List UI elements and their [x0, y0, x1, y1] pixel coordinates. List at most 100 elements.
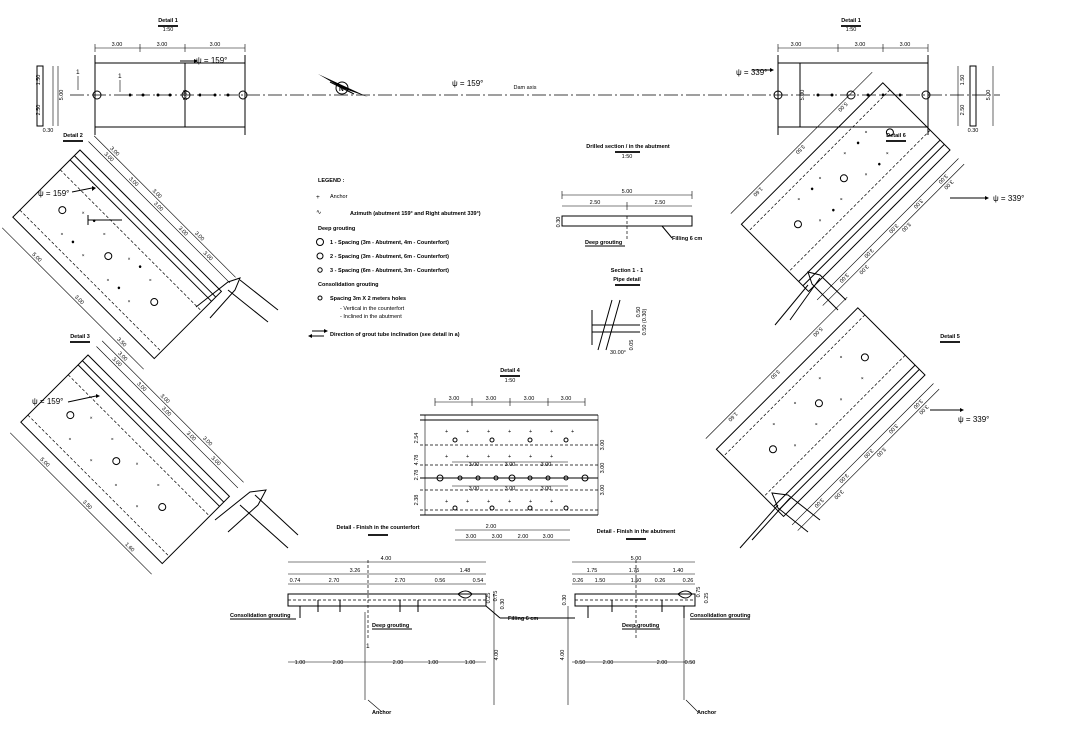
consolidation-label: Consolidation grouting	[230, 613, 291, 619]
svg-text:+: +	[133, 503, 140, 510]
detail-5-title: Detail 5	[940, 334, 960, 340]
dim: 3.50	[769, 368, 781, 380]
legend: LEGEND : + Anchor ∿ Azimuth (abutment 15…	[308, 178, 481, 338]
dim: 0.30	[968, 128, 979, 134]
dim: 5.00	[31, 252, 43, 264]
dim: 3.00	[505, 462, 516, 468]
plus-icon: +	[316, 194, 320, 201]
dim: 3.00	[116, 351, 128, 363]
dim: 1.60	[752, 185, 764, 197]
svg-text:+: +	[816, 216, 823, 223]
dim: 0.50	[636, 307, 642, 318]
dim: 3.00	[210, 455, 222, 467]
svg-text:+: +	[837, 353, 844, 360]
circle-icon	[316, 252, 324, 260]
dim: 3.00	[838, 272, 850, 284]
dim: 3.00	[887, 422, 899, 434]
dim: 3.00	[201, 436, 213, 448]
dim: 2.00	[393, 660, 404, 666]
drilled-section: Drilled section / in the abutment 1:50 5…	[556, 144, 702, 247]
dim: 0.50 (0.30)	[642, 309, 648, 336]
svg-text:+: +	[445, 429, 448, 435]
dim: 3.00	[73, 294, 85, 306]
dim: 2.50	[36, 105, 42, 116]
svg-text:+: +	[109, 436, 116, 443]
svg-text:+: +	[79, 253, 86, 260]
svg-text:+: +	[858, 374, 865, 381]
legend-item: - Vertical in the counterfort	[340, 306, 405, 312]
dam-axis-label: Dam axis	[514, 85, 537, 91]
legend-item: 3 - Spacing (6m - Abutment, 3m - Counter…	[330, 268, 449, 274]
dim: 2.78	[414, 470, 420, 481]
dim: 3.00	[185, 431, 197, 443]
angle-label: 30.00°	[610, 350, 626, 356]
detail-1-left-scale: 1:50	[163, 27, 174, 33]
legend-item: 1 - Spacing (3m - Abutment, 4m - Counter…	[330, 240, 449, 246]
dim: 3.00	[108, 146, 120, 158]
dim: 3.00	[152, 201, 164, 213]
dim: 3.00	[505, 486, 516, 492]
finish-counterfort-title: Detail - Finish in the counterfort	[336, 525, 419, 531]
svg-text:+: +	[466, 429, 469, 435]
legend-item: Direction of grout tube inclination (see…	[330, 332, 460, 338]
legend-item: Deep grouting	[318, 226, 355, 232]
dim: 4.00	[381, 556, 392, 562]
filling-label: Filling 6 cm	[508, 616, 538, 622]
detail-1-left: Detail 1 1:50 3.00 3.00 3.00 1.50 2.50 5…	[36, 18, 248, 135]
dim: 0.30	[556, 217, 562, 228]
svg-text:+: +	[529, 499, 532, 505]
dim: 0.56	[435, 578, 446, 584]
dim: 3.00	[838, 472, 850, 484]
dim: 3.00	[127, 176, 139, 188]
dim: 3.00	[159, 393, 171, 405]
detail-1-right-title: Detail 1	[841, 18, 861, 24]
svg-text:+: +	[883, 149, 890, 156]
detail-4: Detail 4 1:50 3.00 3.00 3.00 3.00 2.54 4…	[414, 368, 606, 541]
detail-5: Detail 5 ψ = 339° ++ ++ ++ ++ 3.00 3.00 …	[705, 297, 989, 549]
detail-3: Detail 3 ψ = 159° ++ ++ ++ ++ 3.00 3.00 …	[10, 334, 299, 575]
svg-text:+: +	[58, 231, 65, 238]
dim: 2.00	[486, 524, 497, 530]
dim: 3.00	[449, 396, 460, 402]
legend-item: - Inclined in the abutment	[340, 314, 402, 320]
finish-abutment-title: Detail - Finish in the abutment	[597, 529, 676, 535]
dim: 3.00	[600, 485, 606, 496]
dim: 0.30	[500, 599, 506, 610]
dim: 2.00	[657, 660, 668, 666]
dim: 3.00	[103, 151, 115, 163]
svg-text:+: +	[154, 482, 161, 489]
dim: 1.60	[123, 542, 135, 554]
dim: 2.00	[603, 660, 614, 666]
svg-text:+: +	[550, 454, 553, 460]
dim: 5.00	[631, 556, 642, 562]
dim: 5.00	[39, 457, 51, 469]
dim: 3.00	[912, 398, 924, 410]
circle-icon	[317, 295, 323, 301]
detail-6: Detail 6 ψ = 339° ++ ++ ++ ++ 3.00	[730, 72, 1024, 326]
dim: 3.00	[937, 173, 949, 185]
svg-text:+: +	[816, 374, 823, 381]
dim: 3.00	[900, 42, 911, 48]
consolidation-label: Consolidation grouting	[690, 613, 751, 619]
section-mark: 1	[118, 73, 122, 80]
dim: 0.25	[486, 593, 492, 604]
dim: 3.00	[202, 250, 214, 262]
detail-2: Detail 2 ψ = 159° ++ ++ ++ ++ 3.00	[2, 133, 279, 370]
dim: 1.50	[960, 75, 966, 86]
dim: 5.00	[59, 90, 65, 101]
svg-text:+: +	[112, 482, 119, 489]
azimuth-icon: ∿	[316, 209, 322, 216]
svg-text:+: +	[101, 231, 108, 238]
svg-text:+: +	[125, 298, 132, 305]
dim: 0.26	[655, 578, 666, 584]
dim: 3.00	[561, 396, 572, 402]
dim: 0.30	[43, 128, 54, 134]
dim: 0.75	[493, 591, 499, 602]
angle-label: ψ = 339°	[958, 415, 989, 424]
dim: 3.00	[917, 403, 929, 415]
dim: 5.00	[986, 90, 992, 101]
svg-text:N: N	[339, 86, 344, 93]
dim: 5.00	[622, 189, 633, 195]
deep-grouting-label: Deep grouting	[372, 623, 409, 629]
